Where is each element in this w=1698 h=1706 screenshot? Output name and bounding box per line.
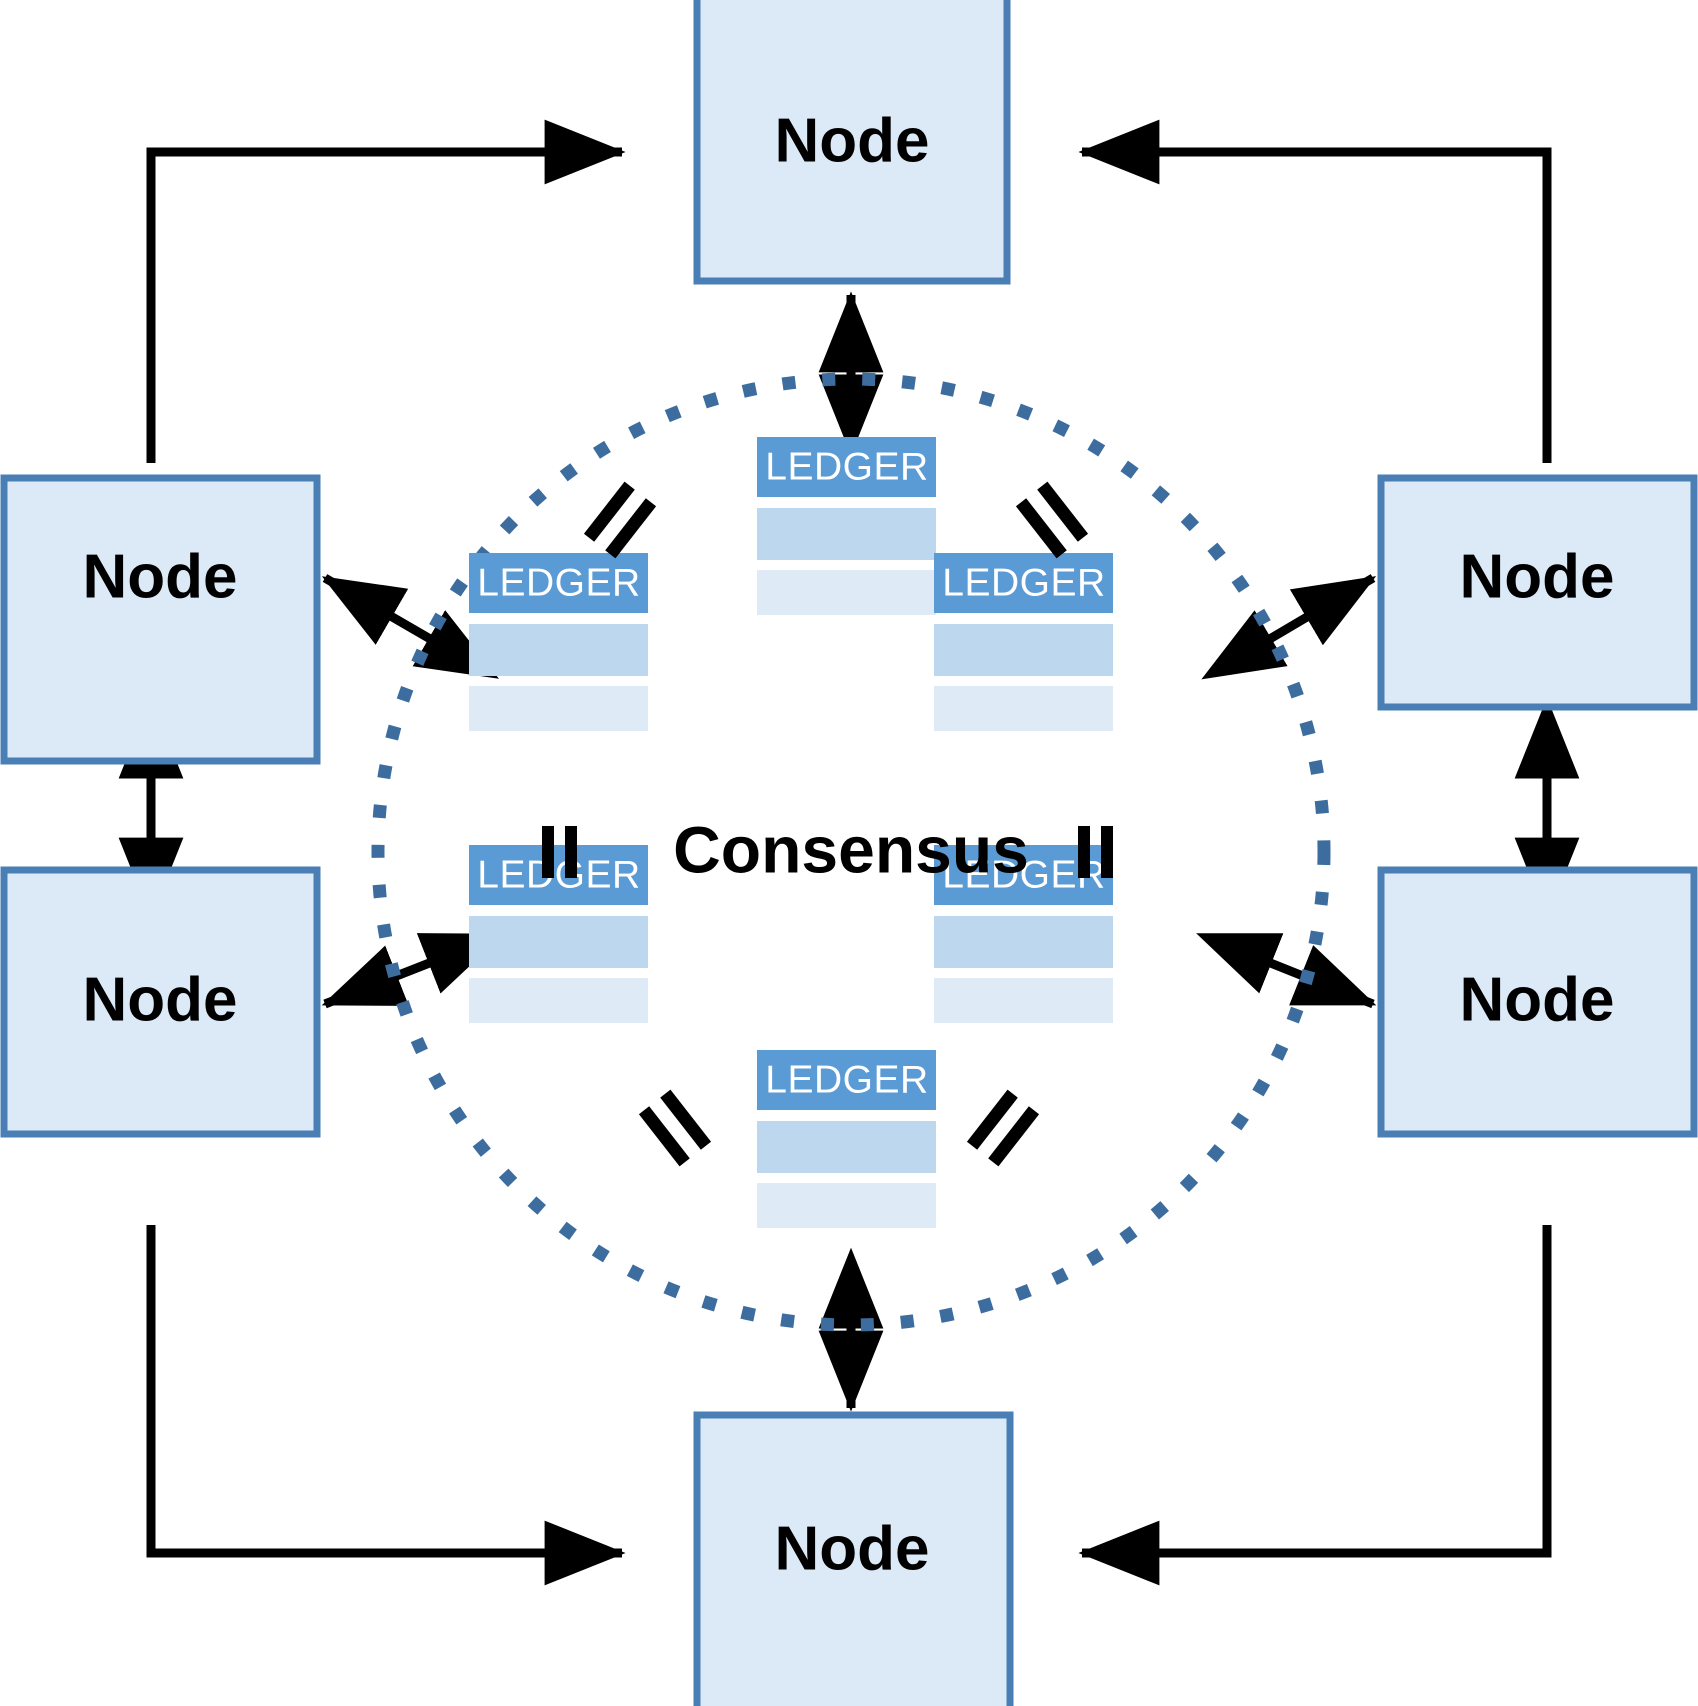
ledger-bottom[interactable]: LEDGER	[757, 1050, 936, 1228]
node-right-lower-label: Node	[1460, 965, 1615, 1034]
ledger-top-label: LEDGER	[765, 445, 928, 488]
ledger-cards: LEDGER LEDGER LEDGER LEDGER	[469, 437, 1113, 1228]
ledger-right-upper-row-1	[934, 624, 1113, 676]
ledger-right-upper-header[interactable]	[934, 553, 1113, 613]
node-left-upper-rect[interactable]	[0, 474, 321, 765]
node-right-upper-label: Node	[1460, 542, 1615, 611]
conn-rightlow-to-bottom	[1078, 1225, 1552, 1586]
equals-mark-mid-right	[1078, 826, 1113, 878]
conn-rightup-to-top	[1078, 119, 1552, 463]
ledger-left-upper-row-1	[469, 624, 648, 676]
node-right-lower[interactable]: Node	[1377, 866, 1698, 1138]
equals-mark-upper-left	[583, 481, 657, 559]
node-left-upper[interactable]: Node	[0, 474, 321, 765]
node-left-lower-label: Node	[83, 965, 238, 1034]
ledger-bottom-row-2	[757, 1183, 936, 1228]
ledger-top-row-2	[757, 570, 936, 615]
ledger-right-lower-row-2	[934, 978, 1113, 1023]
ledger-left-lower-label: LEDGER	[477, 853, 640, 896]
node-bottom-label: Node	[775, 1514, 930, 1583]
equals-mark-upper-right	[1015, 481, 1089, 559]
node-left-upper-label: Node	[83, 542, 238, 611]
ledger-top[interactable]: LEDGER	[757, 437, 936, 615]
ledger-left-lower[interactable]: LEDGER	[469, 845, 648, 1023]
ledger-left-upper[interactable]: LEDGER	[469, 553, 648, 731]
equals-mark-mid-left	[542, 826, 577, 878]
outer-connectors	[118, 119, 1580, 1586]
ledger-left-upper-label: LEDGER	[477, 561, 640, 604]
node-right-upper[interactable]: Node	[1377, 474, 1698, 711]
ledger-bottom-label: LEDGER	[765, 1058, 928, 1101]
ledger-right-upper-row-2	[934, 686, 1113, 731]
ledger-left-upper-header[interactable]	[469, 553, 648, 613]
ledger-left-upper-row-2	[469, 686, 648, 731]
node-right-upper-rect[interactable]	[1377, 474, 1698, 711]
ledger-left-lower-row-1	[469, 916, 648, 968]
node-top-rect[interactable]	[693, 0, 1011, 285]
ledger-bottom-row-1	[757, 1121, 936, 1173]
ledger-right-upper-label: LEDGER	[942, 561, 1105, 604]
ledger-left-lower-row-2	[469, 978, 648, 1023]
ledger-top-row-1	[757, 508, 936, 560]
conn-leftup-to-top	[146, 119, 626, 463]
conn-center-left-upper	[321, 574, 499, 679]
conn-center-right-upper	[1201, 574, 1377, 680]
ledger-right-upper[interactable]: LEDGER	[934, 553, 1113, 731]
equals-mark-lower-right	[966, 1089, 1040, 1167]
node-bottom[interactable]: Node	[693, 1411, 1014, 1706]
node-top[interactable]: Node	[693, 0, 1011, 285]
equals-marks	[542, 481, 1113, 1167]
node-right-lower-rect[interactable]	[1377, 866, 1698, 1138]
conn-center-right-lower	[1196, 933, 1377, 1009]
ledger-top-header[interactable]	[757, 437, 936, 497]
consensus-circle	[371, 372, 1331, 1332]
node-left-lower-rect[interactable]	[0, 866, 321, 1138]
node-left-lower[interactable]: Node	[0, 866, 321, 1138]
equals-mark-lower-left	[638, 1089, 712, 1167]
node-top-label: Node	[775, 106, 930, 175]
consensus-label: Consensus	[673, 812, 1029, 886]
ledger-right-lower-row-1	[934, 916, 1113, 968]
center-connectors	[321, 291, 1377, 1412]
node-bottom-rect[interactable]	[693, 1411, 1014, 1706]
conn-center-left-lower	[321, 933, 505, 1009]
conn-leftlow-to-bottom	[146, 1225, 626, 1586]
ledger-bottom-header[interactable]	[757, 1050, 936, 1110]
ledger-left-lower-header[interactable]	[469, 845, 648, 905]
